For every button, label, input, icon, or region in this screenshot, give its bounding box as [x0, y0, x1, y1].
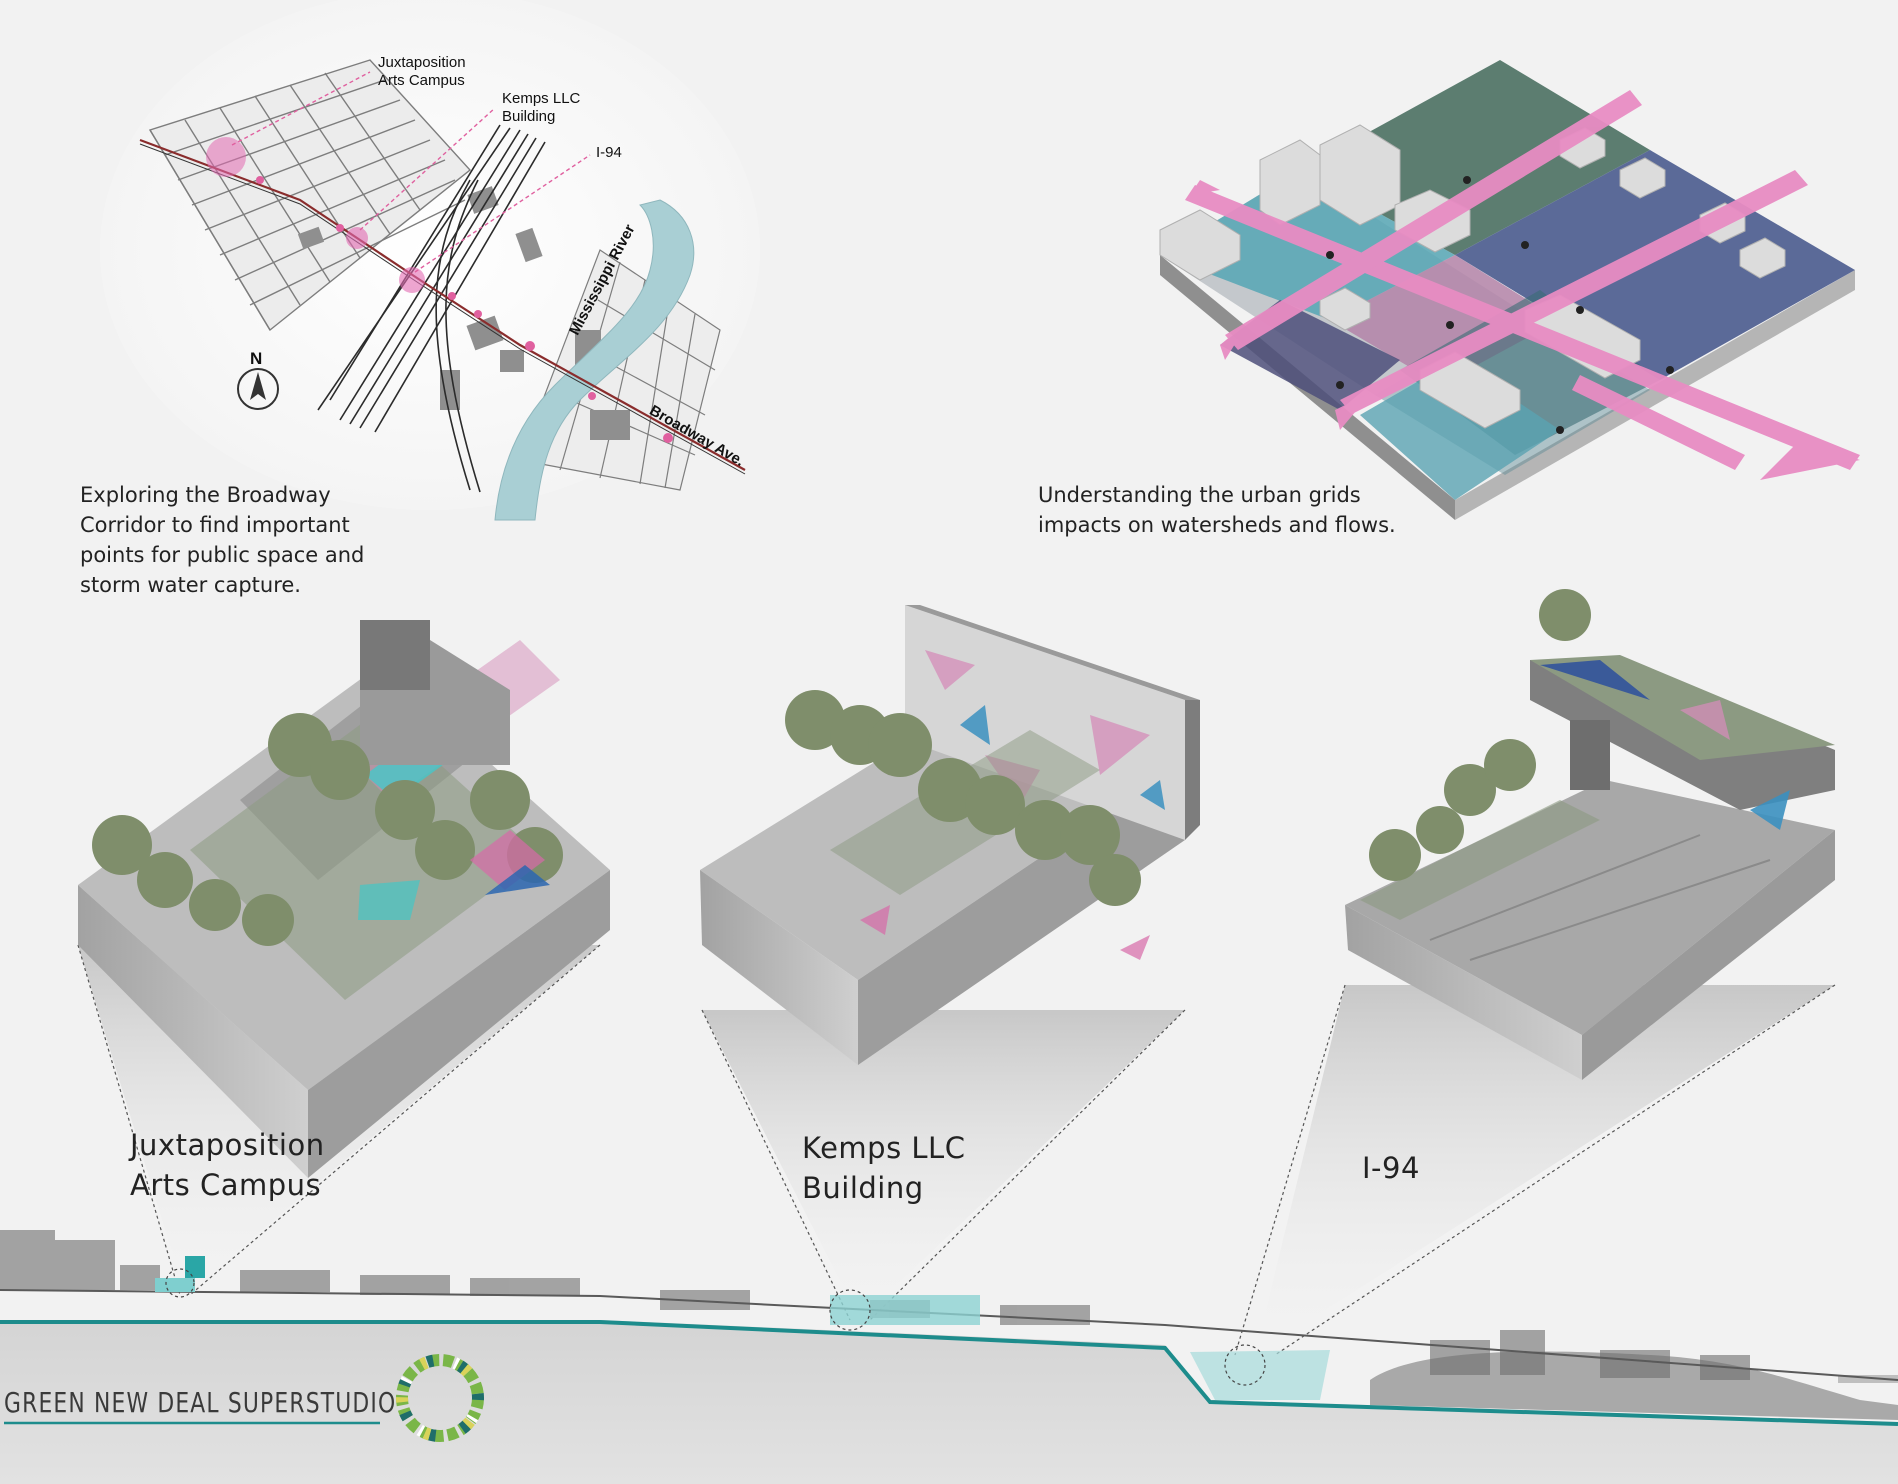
- site-isometric-juxtaposition: [78, 620, 610, 1178]
- corridor-map: [100, 0, 760, 521]
- caption-corridor: Exploring the Broadway Corridor to find …: [80, 483, 365, 597]
- map-label-kemps: Kemps LLC Building: [502, 90, 581, 125]
- north-label: N: [250, 349, 263, 368]
- site-title-i94: I-94: [1362, 1151, 1420, 1185]
- mississippi-river: [494, 199, 695, 521]
- brand-ring-logo: [396, 1354, 484, 1442]
- site-marker-juxtaposition: [206, 137, 246, 177]
- corridor-section: [0, 1230, 1898, 1484]
- site-isometric-i94: [1345, 589, 1835, 1080]
- map-label-i94: I-94: [596, 144, 622, 161]
- site-marker-kemps: [346, 227, 368, 249]
- urban-grid-isometric: [1159, 60, 1860, 520]
- site-title-juxtaposition: Juxtaposition Arts Campus: [130, 1128, 325, 1202]
- grid-nodes: [1326, 176, 1674, 434]
- trees: [785, 690, 1141, 906]
- broadway-corridor-line: [139, 138, 746, 471]
- map-label-juxtaposition: Juxtaposition Arts Campus: [378, 54, 466, 89]
- north-arrow-icon: [237, 368, 279, 410]
- trees: [1369, 589, 1591, 881]
- section-waterline: [0, 1320, 1898, 1426]
- site-marker-i94: [399, 267, 425, 293]
- trees: [92, 713, 563, 946]
- site-isometric-kemps: [700, 605, 1200, 1065]
- leader-lines: [231, 71, 591, 273]
- site-markers: [206, 137, 673, 443]
- site-title-kemps: Kemps LLC Building: [802, 1131, 966, 1205]
- highway-lines: [317, 124, 546, 493]
- brand-name: GREEN NEW DEAL SUPERSTUDIO: [4, 1386, 397, 1419]
- flow-arrows: [1185, 90, 1860, 480]
- caption-urban-grid: Understanding the urban grids impacts on…: [1038, 483, 1396, 537]
